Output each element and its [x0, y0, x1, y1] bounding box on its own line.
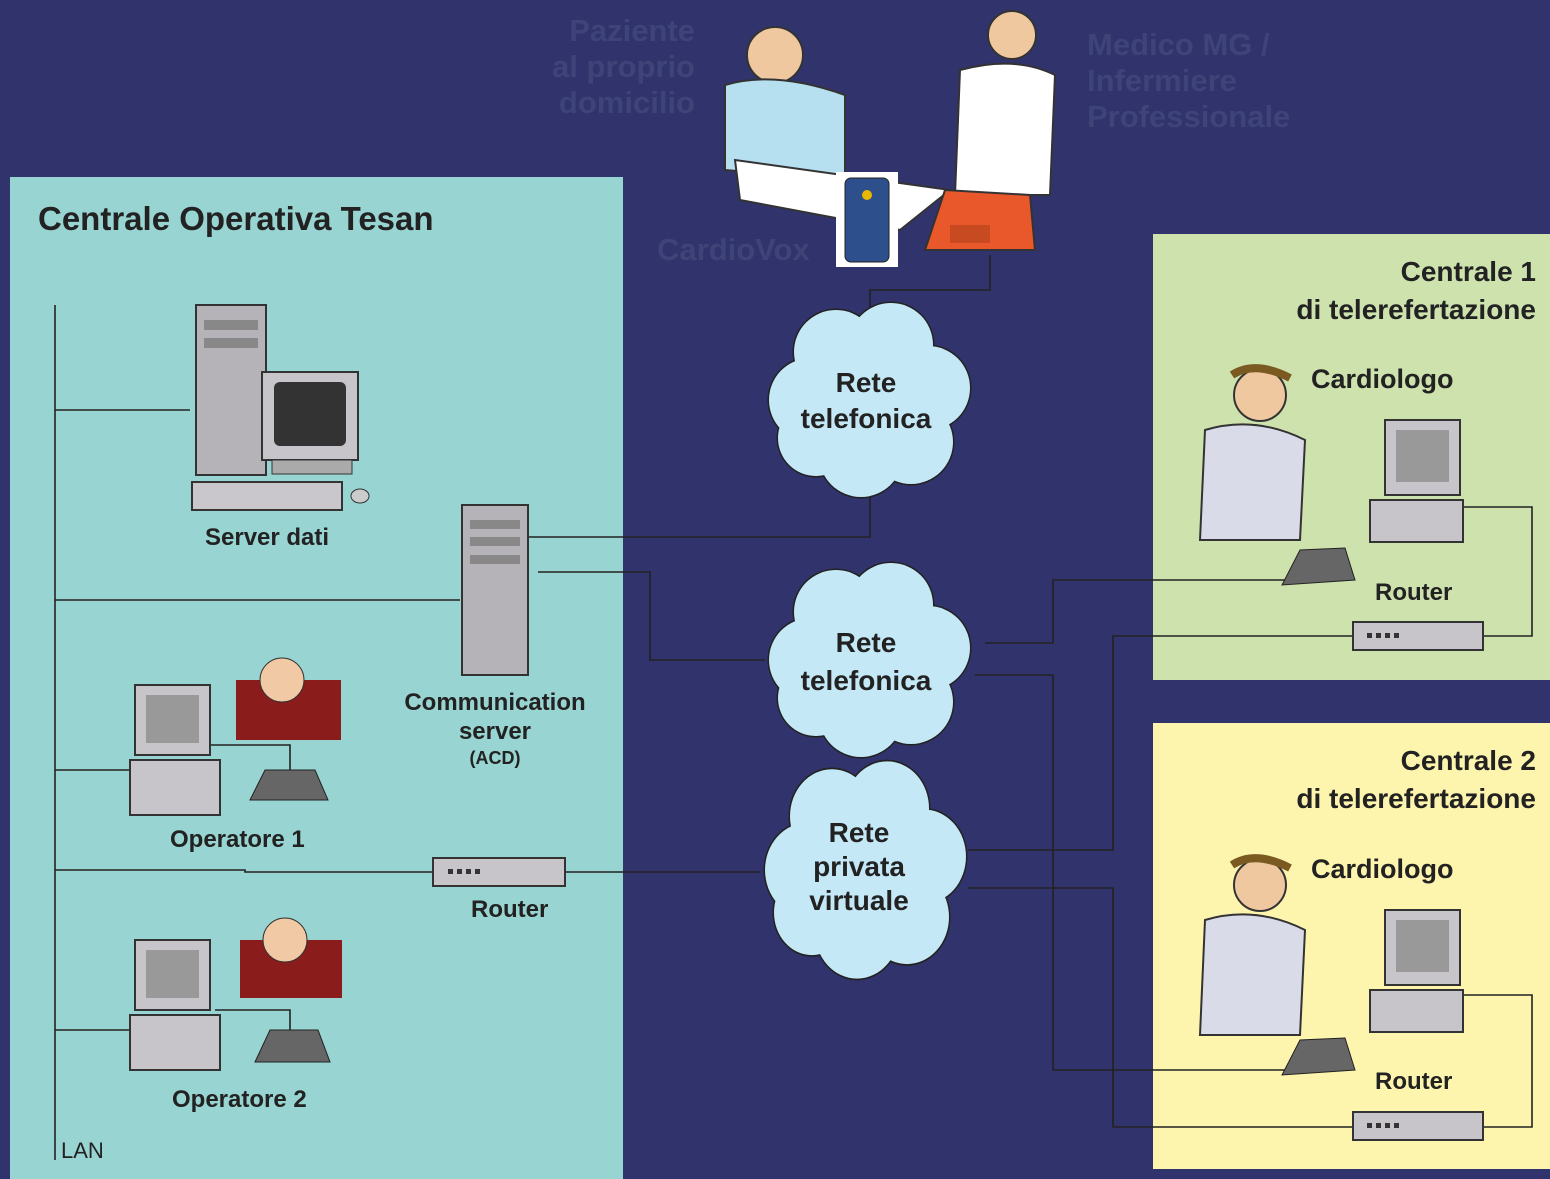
rete1-label: Rete telefonica [766, 365, 966, 437]
patient-line-1: Paziente [569, 13, 695, 48]
centrale1-title: Centrale 1 di telerefertazione [1296, 253, 1536, 329]
tesan-panel [10, 177, 623, 1179]
comm-server-line-1: Communication [404, 689, 586, 716]
rete1-line-2: telefonica [800, 403, 932, 434]
patient-line-2: al proprio [552, 49, 695, 84]
centrale1-cardiologo-label: Cardiologo [1311, 364, 1454, 394]
comm-server-label: Communication server (ACD) [395, 688, 595, 770]
operatore1-person-icon [236, 657, 341, 740]
tesan-router-label: Router [471, 896, 549, 923]
acd-label: (ACD) [469, 748, 521, 768]
operatore1-label: Operatore 1 [170, 826, 305, 853]
medic-label: Medico MG / Infermiere Professionale [1087, 27, 1290, 135]
operatore1-phone-icon [249, 769, 329, 801]
operatore2-computer-icon [129, 939, 221, 1071]
medic-line-2: Infermiere [1087, 63, 1237, 98]
centrale1-title-line-1: Centrale 1 [1400, 256, 1536, 287]
centrale2-title-line-2: di telerefertazione [1296, 783, 1536, 814]
rete3-line-2: privata [813, 851, 905, 882]
rete1-line-1: Rete [835, 367, 897, 398]
centrale1-computer-icon [1369, 419, 1464, 543]
rete2-line-1: Rete [835, 627, 897, 658]
rete3-line-3: virtuale [809, 885, 909, 916]
centrale1-cardiologo-icon [1198, 364, 1307, 541]
centrale2-cardiologo-icon [1198, 854, 1307, 1036]
centrale2-title: Centrale 2 di telerefertazione [1296, 742, 1536, 818]
server-dati-icon [191, 304, 370, 511]
operatore2-label: Operatore 2 [172, 1086, 307, 1113]
rete2-label: Rete telefonica [766, 624, 966, 700]
centrale1-phone-icon [1281, 547, 1356, 586]
patient-line-3: domicilio [558, 85, 695, 120]
rete3-line-1: Rete [828, 817, 890, 848]
centrale2-computer-icon [1369, 909, 1464, 1033]
centrale2-title-line-1: Centrale 2 [1400, 745, 1536, 776]
cardiovox-device-icon [836, 172, 898, 267]
rete2-line-2: telefonica [800, 665, 932, 696]
lan-label: LAN [61, 1138, 104, 1163]
operatore2-person-icon [240, 917, 342, 998]
medic-line-3: Professionale [1087, 99, 1291, 134]
medic-line-1: Medico MG / [1087, 27, 1270, 62]
centrale1-title-line-2: di telerefertazione [1296, 294, 1536, 325]
centrale2-cardiologo-label: Cardiologo [1311, 854, 1454, 884]
centrale1-router-icon [1352, 621, 1484, 651]
operatore1-computer-icon [129, 684, 221, 816]
centrale1-router-label: Router [1375, 579, 1453, 606]
tesan-title: Centrale Operativa Tesan [38, 200, 434, 237]
tesan-router-icon [432, 857, 566, 887]
centrale2-router-icon [1352, 1111, 1484, 1141]
operatore2-phone-icon [254, 1029, 331, 1063]
device-label: CardioVox [657, 232, 810, 267]
centrale2-phone-icon [1281, 1037, 1356, 1076]
patient-phone-icon [923, 188, 1037, 251]
medic-icon [953, 10, 1057, 196]
connection-lines [54, 255, 1533, 1160]
server-dati-label: Server dati [205, 524, 330, 551]
centrale2-router-label: Router [1375, 1068, 1453, 1095]
communication-server-icon [461, 504, 529, 676]
rete3-label: Rete privata virtuale [759, 816, 959, 918]
patient-label: Paziente al proprio domicilio [552, 13, 695, 121]
comm-server-line-2: server [458, 718, 532, 745]
